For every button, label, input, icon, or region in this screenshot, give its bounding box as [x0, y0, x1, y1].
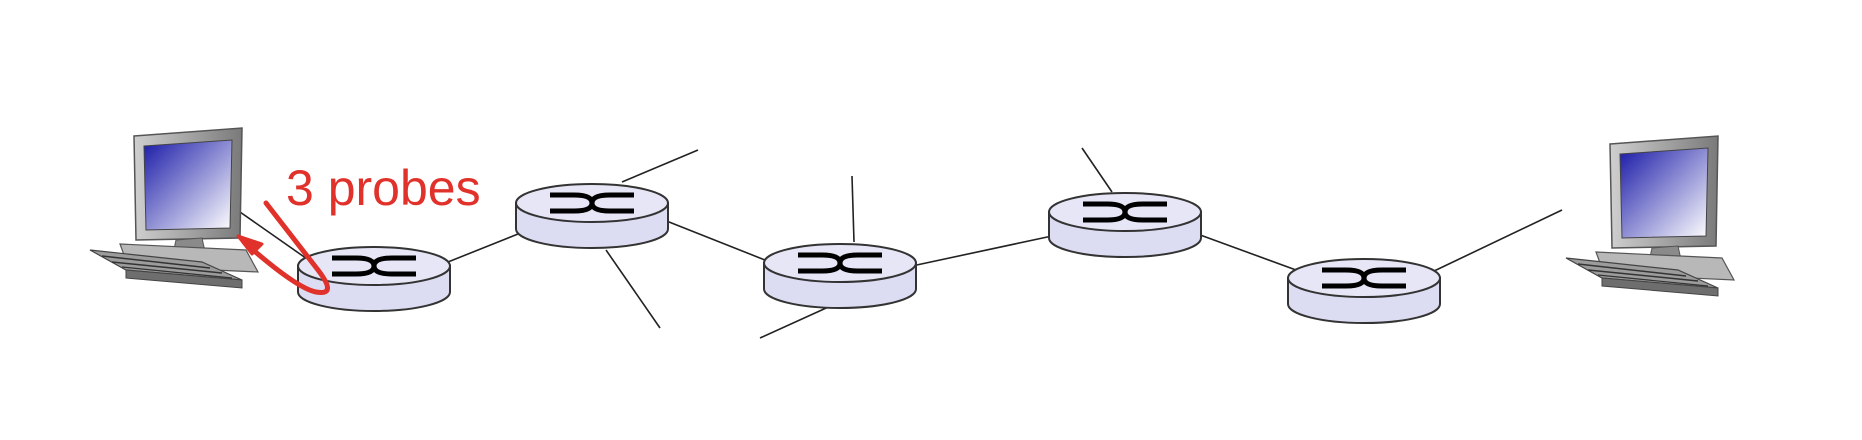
router-3: [764, 244, 916, 308]
links: [239, 147, 1563, 339]
router-icon: [298, 247, 450, 311]
router-1: [298, 247, 450, 311]
probe-arrowhead: [236, 234, 264, 256]
probe-label: 3 probes: [286, 160, 481, 216]
desktop-computer-icon: [89, 127, 259, 289]
stub-link: [851, 175, 855, 243]
router-icon: [764, 244, 916, 308]
router-icon: [1288, 259, 1440, 323]
link-router-1-router-2: [447, 229, 529, 263]
link-router-3-router-4: [911, 235, 1053, 267]
link-router-5-host: [1431, 209, 1563, 273]
stub-link: [1081, 147, 1113, 193]
router-4: [1049, 193, 1201, 257]
router-5: [1288, 259, 1440, 323]
probe-annotation: 3 probes: [236, 160, 481, 296]
router-icon: [1049, 193, 1201, 257]
source-host: [89, 127, 259, 289]
router-icon: [516, 184, 668, 248]
router-2: [516, 184, 668, 248]
stub-link: [621, 149, 699, 183]
link-router-2-router-3: [663, 219, 771, 263]
destination-host: [1565, 135, 1735, 297]
desktop-computer-icon: [1565, 135, 1735, 297]
stub-link: [605, 249, 661, 329]
stub-link: [759, 303, 836, 339]
link-router-4-router-5: [1191, 231, 1297, 271]
probe-loop-arrow: [241, 200, 330, 296]
